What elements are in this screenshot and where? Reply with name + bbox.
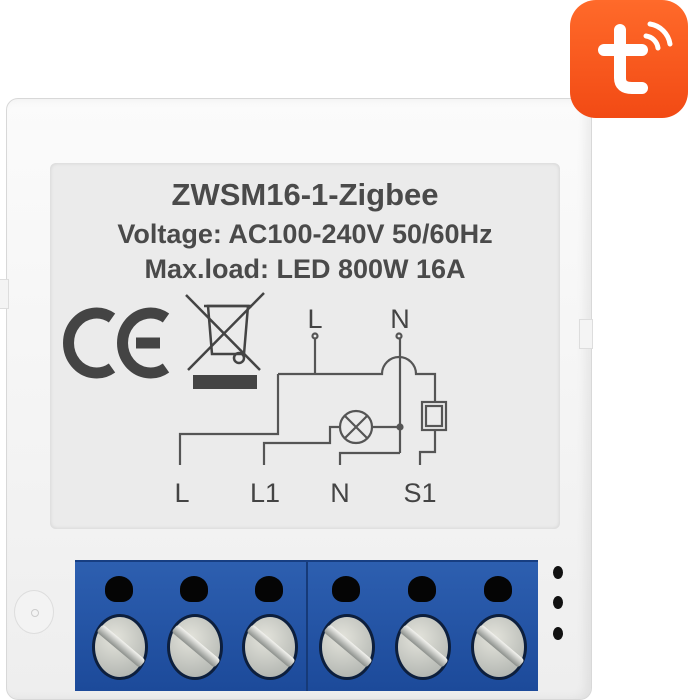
terminal-screw[interactable] <box>471 614 527 680</box>
side-clip <box>579 319 593 349</box>
terminal-screw[interactable] <box>395 614 451 680</box>
terminal-label-l1: L1 <box>250 478 280 508</box>
label-panel: ZWSM16-1-Zigbee Voltage: AC100-240V 50/6… <box>50 163 560 529</box>
wire-hole <box>255 576 283 602</box>
terminal-screw[interactable] <box>167 614 223 680</box>
terminal-screw[interactable] <box>92 614 148 680</box>
weee-crossed-bin-icon <box>185 292 265 389</box>
terminal-label-s1: S1 <box>403 478 436 508</box>
circuit-lines <box>178 332 448 465</box>
top-terminal-label-n: N <box>390 304 410 334</box>
vent-hole <box>553 566 563 579</box>
terminal-screw[interactable] <box>319 614 375 680</box>
pairing-button[interactable] <box>14 590 54 634</box>
wire-hole <box>105 576 133 602</box>
terminal-label-l: L <box>174 478 189 508</box>
wire-hole <box>408 576 436 602</box>
terminal-screw[interactable] <box>242 614 298 680</box>
wire-hole <box>180 576 208 602</box>
terminal-block <box>75 560 538 691</box>
tuya-logo <box>570 0 688 118</box>
top-terminal-label-l: L <box>307 304 322 334</box>
wire-hole <box>484 576 512 602</box>
vent-hole <box>553 596 563 609</box>
wire-hole <box>332 576 360 602</box>
side-clip <box>0 279 9 309</box>
max-load-spec: Max.load: LED 800W 16A <box>144 254 466 284</box>
tuya-t-icon <box>598 21 673 94</box>
voltage-spec: Voltage: AC100-240V 50/60Hz <box>117 219 493 249</box>
block-divider <box>306 562 308 691</box>
vent-hole <box>553 627 563 640</box>
terminal-label-n: N <box>330 478 350 508</box>
model-name: ZWSM16-1-Zigbee <box>171 177 439 212</box>
ce-mark-icon <box>63 307 170 379</box>
